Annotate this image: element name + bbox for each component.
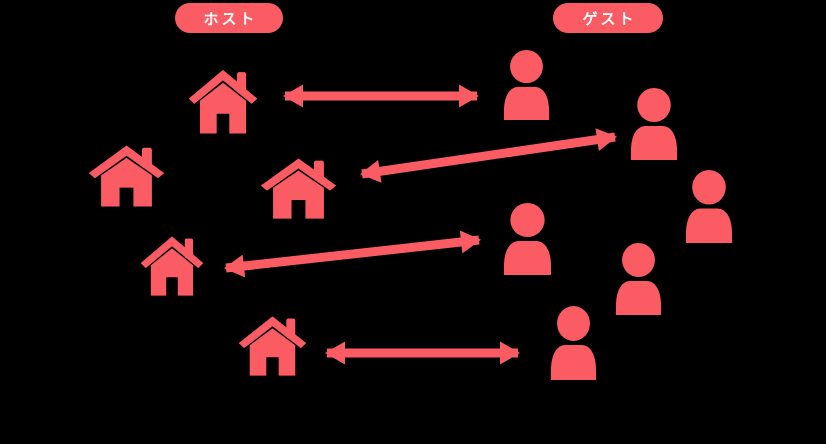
house-4-house-icon	[140, 236, 204, 296]
guest-label-pill: ゲスト	[553, 3, 663, 33]
guest-3-person-icon	[685, 170, 733, 243]
house-3-house-icon	[260, 158, 337, 219]
guest-1-person-icon	[503, 50, 550, 120]
guest-5-person-icon	[615, 243, 662, 315]
house-2-house-icon	[88, 145, 165, 207]
house-1-house-icon	[188, 69, 258, 134]
host-label-pill: ホスト	[175, 3, 283, 33]
house-5-house-icon	[238, 316, 307, 376]
connection-arrow-house-4-guest-4	[224, 230, 481, 278]
guest-4-person-icon	[503, 203, 552, 275]
guest-6-person-icon	[550, 306, 597, 380]
connection-arrow-house-3-guest-2	[360, 128, 617, 183]
guest-2-person-icon	[630, 88, 678, 160]
